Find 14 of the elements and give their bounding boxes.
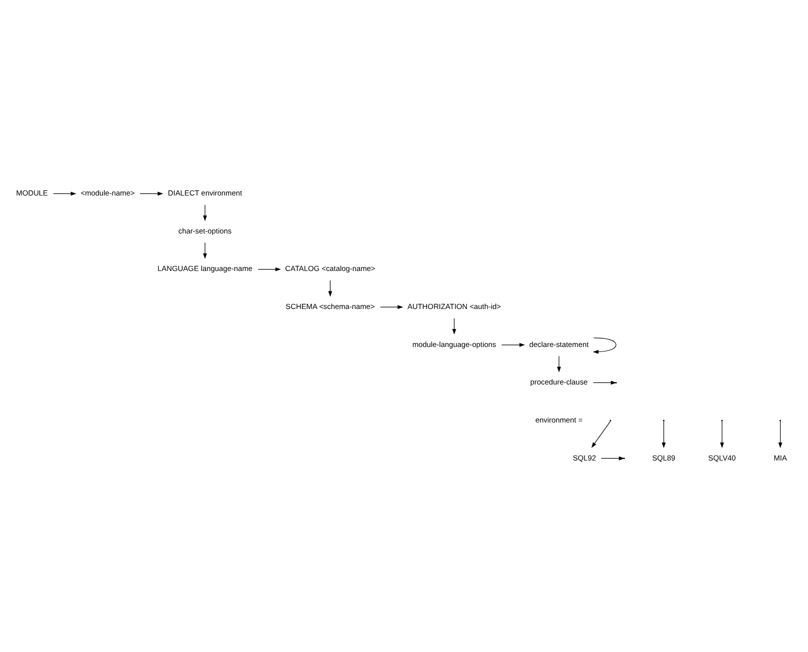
arrow <box>662 420 666 448</box>
arrow <box>52 192 76 196</box>
arrow <box>140 192 164 196</box>
arrow <box>592 338 616 354</box>
arrow <box>600 456 624 460</box>
arrow <box>380 305 404 310</box>
arrow <box>328 280 332 297</box>
arrow <box>203 204 207 222</box>
arrow <box>203 242 207 259</box>
arrow <box>557 356 561 372</box>
arrow <box>258 267 281 272</box>
arrow <box>501 342 526 347</box>
arrow <box>778 420 782 448</box>
arrow <box>452 318 456 335</box>
